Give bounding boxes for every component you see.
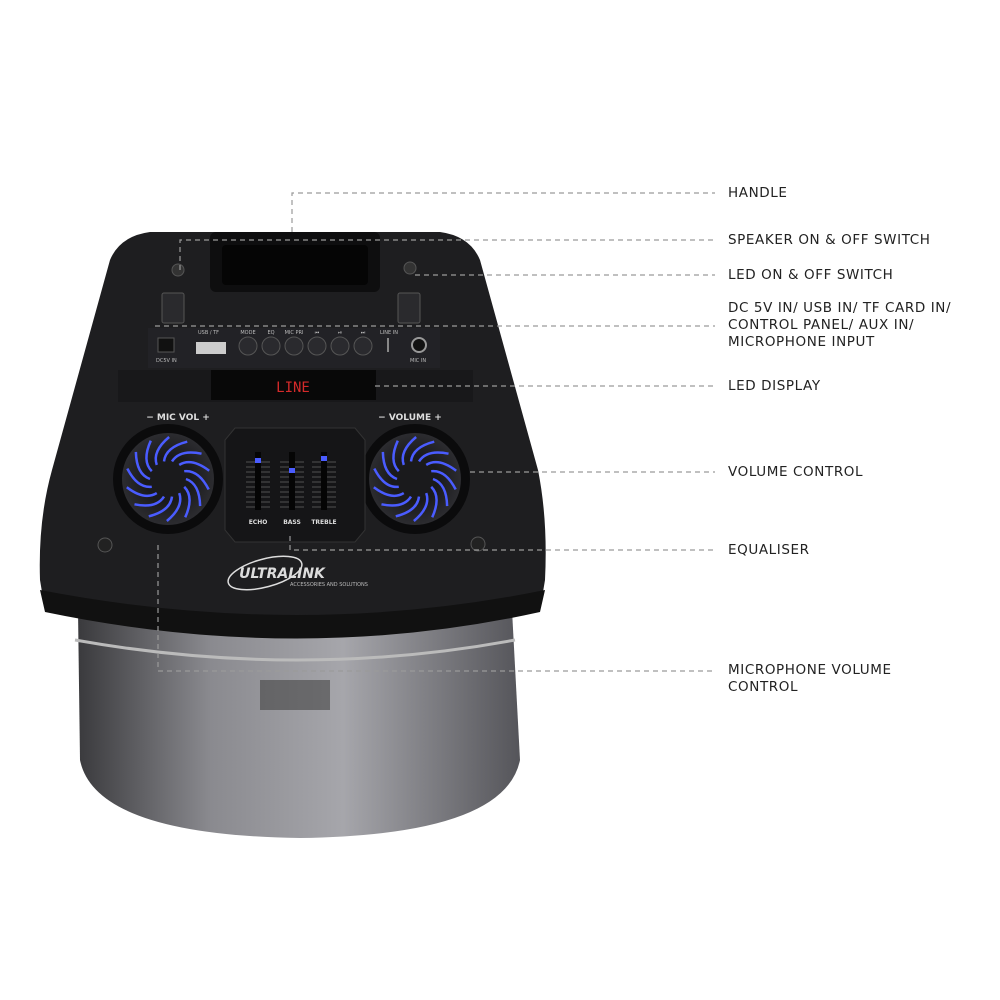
led-blade <box>401 436 417 466</box>
mic-in-jack <box>411 337 427 353</box>
brand-logo: ULTRALINK <box>239 566 326 582</box>
panel-button[interactable] <box>307 336 327 356</box>
eq-slider-thumb[interactable] <box>255 458 261 463</box>
eq-slider[interactable] <box>289 452 295 510</box>
panel-button-label: EQ <box>267 330 274 336</box>
led-blade <box>184 469 210 491</box>
panel-button[interactable] <box>330 336 350 356</box>
speaker-body <box>78 610 520 838</box>
led-blade <box>170 451 202 463</box>
panel-button-label: MIC PRI <box>285 330 304 336</box>
volume-label: − VOLUME + <box>378 413 442 423</box>
panel-button-label: ⏮ <box>315 330 320 336</box>
led-blade <box>413 492 429 522</box>
eq-bass-label: BASS <box>283 519 301 526</box>
panel-button[interactable] <box>261 336 281 356</box>
callout-led-display: LED DISPLAY <box>728 378 821 394</box>
led-blade <box>381 451 398 481</box>
eq-slider[interactable] <box>321 452 327 510</box>
mic-vol-label: − MIC VOL + <box>146 413 210 423</box>
led-blade <box>373 467 399 489</box>
led-blade <box>409 440 435 462</box>
led-blade <box>134 451 151 481</box>
led-blade <box>183 485 191 518</box>
brand-tagline: ACCESSORIES AND SOLUTIONS <box>290 582 368 588</box>
eq-slider-thumb[interactable] <box>321 456 327 461</box>
panel-button-label: ⏭ <box>361 330 366 336</box>
panel-button[interactable] <box>238 336 258 356</box>
led-blade <box>373 486 405 498</box>
led-blade <box>392 440 400 473</box>
callout-handle: HANDLE <box>728 185 788 201</box>
led-blade <box>154 436 170 466</box>
mic-volume-knob <box>113 424 223 534</box>
eq-treble-label: TREBLE <box>311 519 336 526</box>
callout-equaliser: EQUALISER <box>728 542 810 558</box>
eq-slider[interactable] <box>255 452 261 510</box>
callout-volume-control: VOLUME CONTROL <box>728 464 864 480</box>
callout-inputs: DC 5V IN/ USB IN/ TF CARD IN/ CONTROL PA… <box>728 300 952 350</box>
led-blade <box>430 485 438 518</box>
led-blade <box>431 469 457 491</box>
volume-knob <box>360 424 470 534</box>
line-in-label: LINE IN <box>380 330 398 336</box>
callout-speaker-switch: SPEAKER ON & OFF SWITCH <box>728 232 931 248</box>
led-blade <box>425 460 457 472</box>
led-blade <box>126 486 158 498</box>
callout-led-switch: LED ON & OFF SWITCH <box>728 267 894 283</box>
speaker-switch <box>161 292 185 324</box>
eq-echo-label: ECHO <box>249 519 268 526</box>
panel-button-label: ⏯ <box>338 330 342 336</box>
led-blade <box>148 496 174 518</box>
led-blade <box>381 495 413 507</box>
led-blade <box>432 477 449 507</box>
led-switch <box>397 292 421 324</box>
dc-in-label: DC5V IN <box>156 358 177 364</box>
leader-lines <box>155 192 715 672</box>
led-blade <box>126 467 152 489</box>
panel-button[interactable] <box>284 336 304 356</box>
led-blade <box>145 440 153 473</box>
mic-in-label: MIC IN <box>410 358 426 364</box>
led-blade <box>417 451 449 463</box>
led-blade <box>185 477 202 507</box>
led-blade <box>166 492 182 522</box>
display-text: LINE <box>276 380 310 396</box>
panel-button[interactable] <box>353 336 373 356</box>
usb-tf-label: USB / TF <box>198 330 219 336</box>
panel-button-label: MODE <box>240 330 255 336</box>
callout-mic-volume: MICROPHONE VOLUME CONTROL <box>728 662 892 695</box>
led-blade <box>178 460 210 472</box>
led-blade <box>162 440 188 462</box>
eq-slider-thumb[interactable] <box>289 468 295 473</box>
led-blade <box>395 496 421 518</box>
led-display <box>211 370 376 400</box>
led-blade <box>134 495 166 507</box>
